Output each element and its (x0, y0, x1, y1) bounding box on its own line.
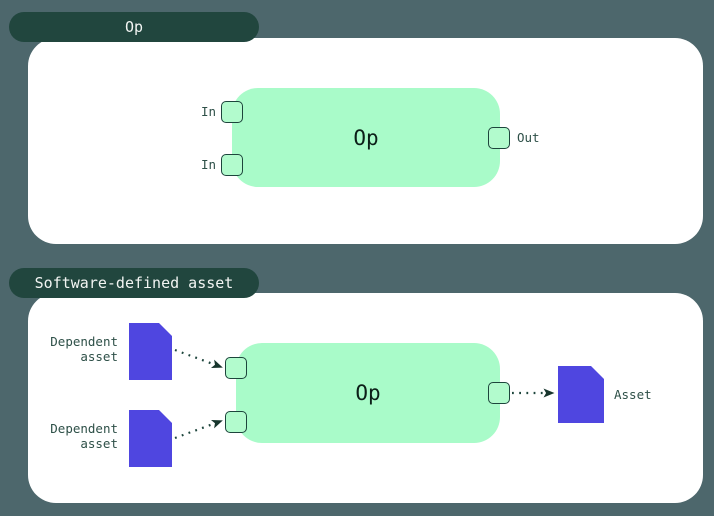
sda-input-port-1 (225, 357, 247, 379)
asset-document-icon (558, 366, 604, 423)
output-port (488, 127, 510, 149)
dependency-arrow-2 (174, 419, 223, 440)
input-port-1 (221, 101, 243, 123)
dependency-arrow-1 (174, 348, 223, 369)
asset-label: Asset (614, 387, 652, 402)
dependent-asset-document-icon-2 (129, 410, 172, 467)
sda-input-port-2 (225, 411, 247, 433)
dotted-line (174, 348, 223, 369)
dependent-asset-label-1: Dependent asset (50, 334, 118, 364)
tab-op[interactable]: Op (9, 12, 259, 42)
sda-output-port (488, 382, 510, 404)
input-label-1: In (200, 104, 216, 119)
op-node: Op (232, 88, 500, 187)
dotted-line (174, 419, 223, 440)
input-port-2 (221, 154, 243, 176)
sda-op-node-label: Op (355, 381, 381, 405)
output-label: Out (517, 130, 540, 145)
sda-op-node: Op (236, 343, 500, 443)
op-node-label: Op (353, 125, 379, 150)
input-label-2: In (200, 157, 216, 172)
dependent-asset-label-2: Dependent asset (50, 421, 118, 451)
tab-software-defined-asset[interactable]: Software-defined asset (9, 268, 259, 298)
output-asset-arrow (512, 388, 555, 398)
dependent-asset-document-icon-1 (129, 323, 172, 380)
tab-sda-label: Software-defined asset (34, 274, 234, 292)
tab-op-label: Op (124, 18, 144, 36)
